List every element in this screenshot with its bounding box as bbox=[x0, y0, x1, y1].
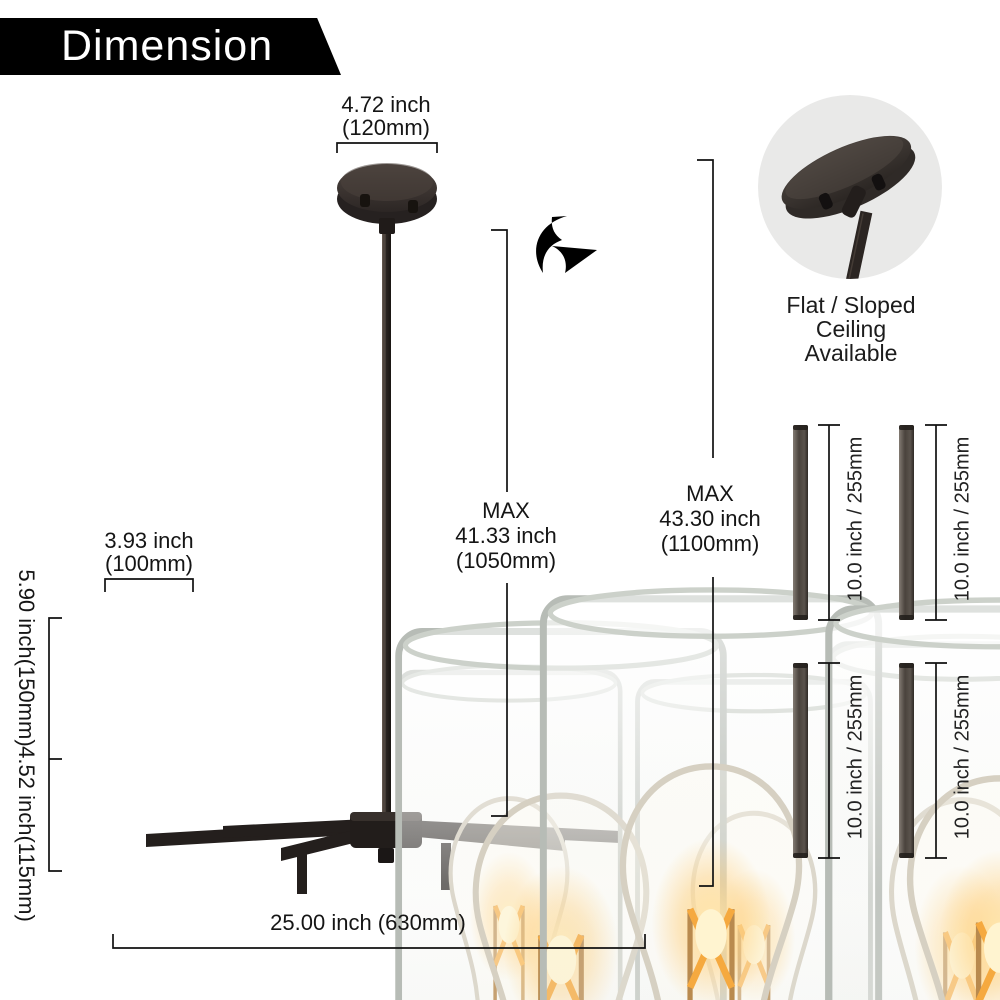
dimension-lines bbox=[48, 142, 947, 949]
fixture-width-bracket bbox=[112, 934, 646, 949]
canopy-screw bbox=[360, 194, 370, 207]
ceiling-canopy bbox=[337, 163, 437, 234]
shade-width-bracket bbox=[104, 578, 194, 592]
downrod-label-4: 10.0 inch / 255mm bbox=[951, 674, 974, 840]
glass-height-bracket bbox=[48, 617, 62, 872]
downrod-piece-2 bbox=[899, 425, 914, 620]
outer-height-line bbox=[697, 159, 714, 887]
downrod-piece-3 bbox=[793, 663, 808, 858]
rod-dim-line-4 bbox=[925, 662, 947, 859]
rod-dim-line-1 bbox=[818, 424, 840, 621]
shade-width-label: 3.93 inch (100mm) bbox=[104, 528, 194, 576]
inset-caption: Flat / Sloped Ceiling Available bbox=[786, 292, 916, 366]
rod-dim-line-2 bbox=[925, 424, 947, 621]
dimension-banner: Dimension bbox=[0, 18, 341, 75]
glass-height-label: 5.90 inch(150mm) bbox=[14, 569, 39, 747]
downrod-label-3: 10.0 inch / 255mm bbox=[844, 674, 867, 840]
hub-finial bbox=[378, 848, 394, 863]
outer-height-label: MAX 43.30 inch (1100mm) bbox=[659, 481, 761, 556]
canopy-dimension-label: 4.72 inch (120mm) bbox=[341, 92, 431, 140]
downrod-pieces bbox=[793, 425, 914, 858]
fixture-width-label: 25.00 inch (630mm) bbox=[270, 910, 466, 935]
banner-title: Dimension bbox=[61, 22, 274, 70]
downrod-piece-1 bbox=[793, 425, 808, 620]
holder-height-label: 4.52 inch(115mm) bbox=[14, 746, 39, 922]
canopy-inset-photo bbox=[758, 95, 942, 279]
canopy-width-bracket bbox=[336, 142, 438, 153]
downrod-stem bbox=[382, 224, 391, 816]
downrod-label-2: 10.0 inch / 255mm bbox=[951, 436, 974, 602]
swivel-arrow-icon bbox=[536, 216, 597, 273]
rod-dim-line-3 bbox=[818, 662, 840, 859]
chandelier-illustration bbox=[146, 163, 1000, 1000]
canopy-screw bbox=[408, 200, 418, 213]
inner-height-label: MAX 41.33 inch (1050mm) bbox=[455, 498, 557, 573]
inner-height-line bbox=[491, 229, 508, 817]
downrod-piece-4 bbox=[899, 663, 914, 858]
downrod-label-1: 10.0 inch / 255mm bbox=[844, 436, 867, 602]
